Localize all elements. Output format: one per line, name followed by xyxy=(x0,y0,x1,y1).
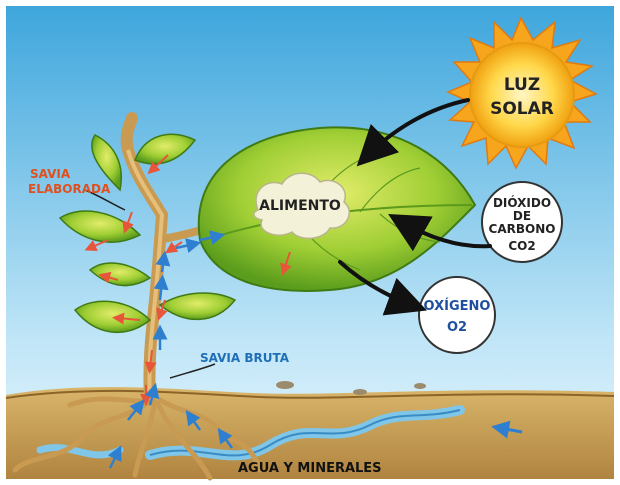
process-arrows xyxy=(338,98,492,316)
o2-arrow xyxy=(338,260,428,316)
stone xyxy=(414,383,426,389)
savia-elaborada-label-line1: SAVIA xyxy=(30,167,71,181)
stone xyxy=(353,389,367,395)
savia-bruta-arrows xyxy=(107,230,523,469)
o2-circle xyxy=(418,276,496,354)
co2-label-line3: CARBONO xyxy=(489,222,556,236)
co2-label-line2: DE xyxy=(513,209,531,223)
food-cloud xyxy=(253,172,350,240)
co2-circle xyxy=(481,181,563,263)
agua-minerales-label: AGUA Y MINERALES xyxy=(238,461,382,476)
o2-label-line1: OXÍGENO xyxy=(424,298,491,314)
savia-elaborada-label-line2: ELABORADA xyxy=(28,182,111,196)
co2-label-line4: CO2 xyxy=(508,239,535,253)
sun-label-line1: LUZ xyxy=(504,75,540,95)
food-label: ALIMENTO xyxy=(259,198,341,214)
savia-bruta-label: SAVIA BRUTA xyxy=(200,351,290,365)
sun-label-line2: SOLAR xyxy=(490,99,554,119)
co2-arrow xyxy=(388,214,492,252)
sun-icon xyxy=(446,16,598,170)
sunlight-arrow xyxy=(356,98,470,167)
stone xyxy=(276,381,294,389)
o2-label-line2: O2 xyxy=(447,320,467,335)
savia-bruta-pointer xyxy=(169,363,216,379)
savia-elaborada-pointer xyxy=(84,189,126,211)
co2-label-line1: DIÓXIDO xyxy=(493,195,551,210)
